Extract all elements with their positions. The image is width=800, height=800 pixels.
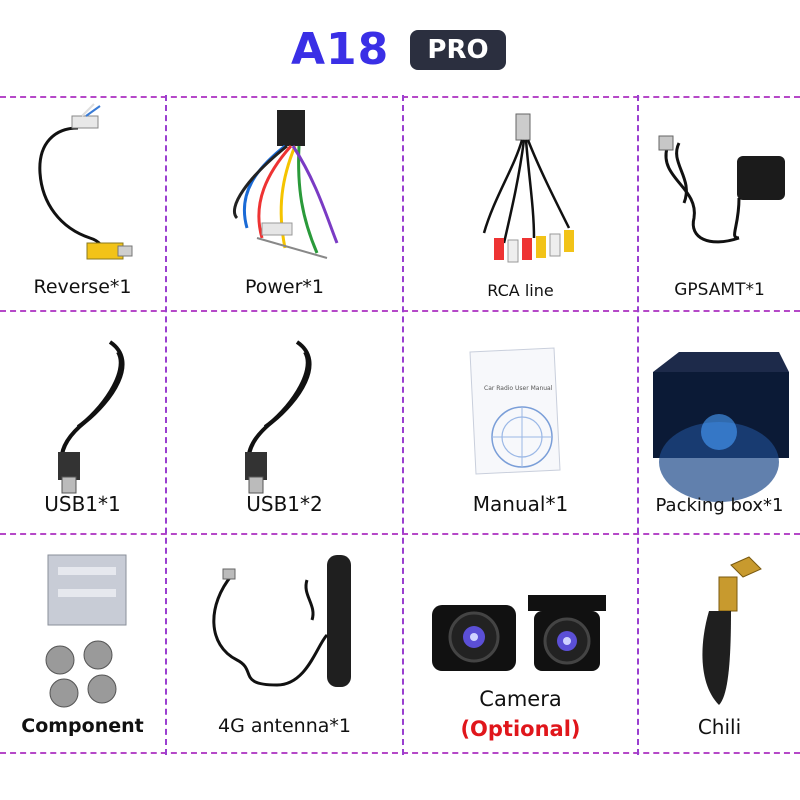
grid-divider: [0, 752, 800, 754]
item-label: Manual*1: [472, 492, 569, 516]
item-usb2: USB1*2: [167, 312, 402, 533]
optional-note: (Optional): [460, 717, 581, 741]
item-camera: Camera (Optional): [404, 535, 637, 752]
grid-divider: [402, 95, 404, 755]
gps-antenna-icon: [658, 135, 785, 244]
item-usb1: USB1*1: [0, 312, 165, 533]
manual-cover-text: Car Radio User Manual: [484, 385, 553, 392]
model-name: A18: [291, 24, 390, 75]
item-label: 4G antenna*1: [218, 715, 351, 737]
item-4g-antenna: 4G antenna*1: [167, 535, 402, 752]
item-label: USB1*2: [246, 492, 323, 516]
item-label: GPSAMT*1: [674, 280, 765, 300]
item-packing-box: Packing box*1: [639, 312, 800, 533]
camera-icon: [432, 595, 606, 671]
item-power: Power*1: [167, 98, 402, 310]
packing-box-icon: [653, 352, 789, 502]
chili-antenna-icon: [702, 556, 762, 705]
item-label: Chili: [697, 715, 742, 739]
bracket-screws-icon: [45, 554, 127, 708]
grid-divider: [165, 95, 167, 755]
page-title: A18 PRO: [0, 22, 800, 78]
power-harness-icon: [232, 110, 339, 259]
item-rca: RCA line: [404, 98, 637, 310]
manual-booklet-icon: Car Radio User Manual: [469, 347, 561, 475]
item-label: Packing box*1: [655, 495, 784, 516]
item-chili: Chili: [639, 535, 800, 752]
reverse-cable-icon: [38, 103, 133, 260]
item-label: USB1*1: [44, 492, 121, 516]
pro-badge: PRO: [410, 30, 506, 70]
item-label: RCA line: [487, 281, 554, 300]
item-label: Power*1: [244, 276, 325, 298]
grid-divider: [0, 96, 800, 98]
item-label: Component: [21, 715, 144, 737]
item-reverse: Reverse*1: [0, 98, 165, 310]
usb-cable-icon: [245, 340, 312, 494]
grid-divider: [0, 310, 800, 312]
item-gps: GPSAMT*1: [639, 98, 800, 310]
4g-antenna-icon: [212, 555, 351, 687]
usb-cable-icon: [58, 340, 125, 494]
grid-divider: [0, 533, 800, 535]
item-component: Component: [0, 535, 165, 752]
grid-divider: [637, 95, 639, 755]
item-manual: Car Radio User Manual Manual*1: [404, 312, 637, 533]
item-label: Reverse*1: [33, 276, 132, 298]
rca-cable-icon: [482, 113, 574, 263]
item-label: Camera: [479, 687, 562, 711]
